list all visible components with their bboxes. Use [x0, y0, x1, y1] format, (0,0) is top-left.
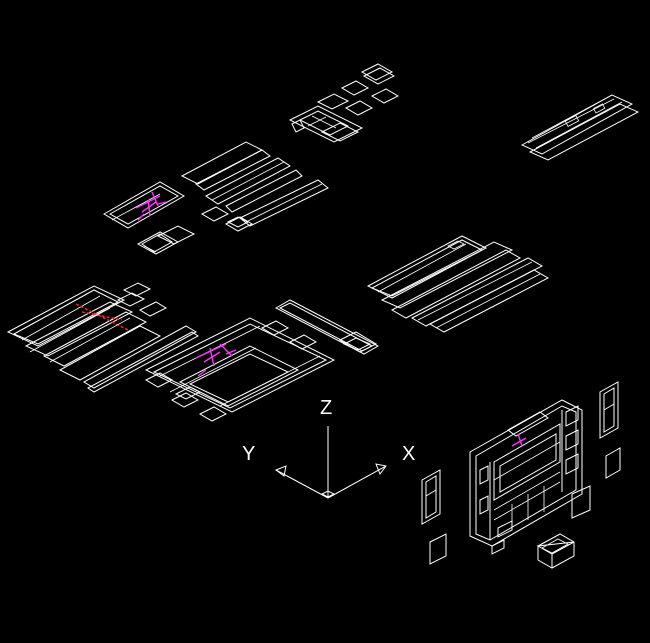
z-axis-label: Z — [320, 397, 332, 419]
x-axis-label: X — [402, 443, 415, 465]
rail-assembly — [520, 94, 640, 161]
drawer-box — [536, 533, 575, 569]
right-long-boards — [366, 235, 550, 333]
ucs-icon: Z Y X — [242, 397, 415, 499]
center-side-board — [274, 299, 380, 355]
center-frame — [144, 317, 336, 422]
left-board-set — [6, 282, 199, 393]
small-parts-cluster — [288, 63, 400, 143]
upper-panels — [180, 141, 329, 227]
cabinet-side-panels — [421, 381, 621, 565]
upper-left-board — [103, 181, 254, 255]
y-axis-label: Y — [242, 443, 255, 465]
tv-cabinet-assembly — [469, 399, 591, 555]
